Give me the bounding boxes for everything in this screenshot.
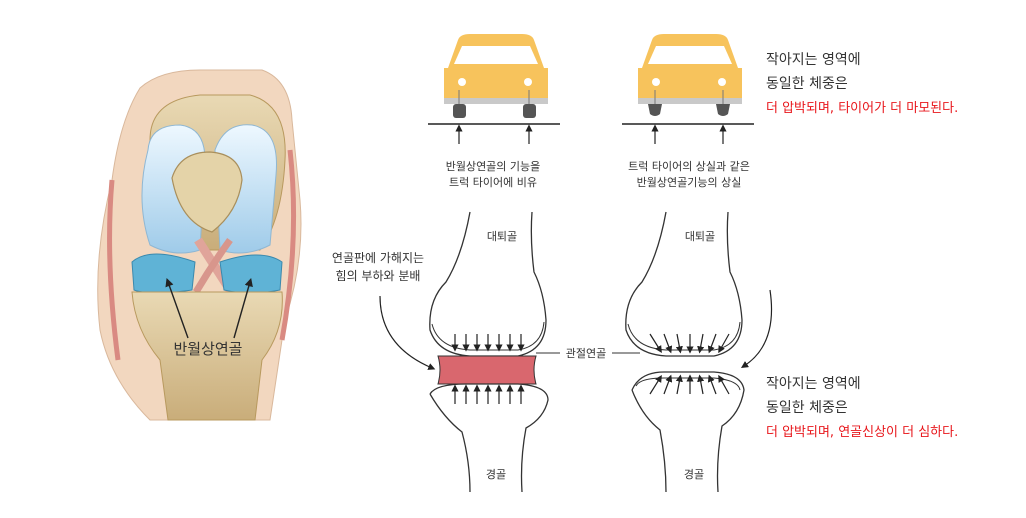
note-top-line-2: 동일한 체중은 [766, 76, 848, 92]
load-arrows-up [451, 384, 525, 404]
joint-healthy: 대퇴골 경골 연골판에 가해지는 힘의 부하와 분배 [332, 211, 549, 493]
car-right-caption-2: 반월상연골기능의 상실 [637, 176, 742, 189]
load-label-2: 힘의 부하와 분배 [336, 269, 421, 283]
load-label-1: 연골판에 가해지는 [332, 251, 424, 265]
car-left-caption-2: 트럭 타이어에 비유 [449, 176, 537, 189]
note-top: 작아지는 영역에 동일한 체중은 더 압박되며, 타이어가 더 마모된다. [766, 52, 958, 116]
joint-damaged: 대퇴골 경골 [625, 211, 773, 493]
note-bottom: 작아지는 영역에 동일한 체중은 더 압박되며, 연골신상이 더 심하다. [766, 376, 958, 440]
tire-icon [523, 104, 536, 118]
cartilage-label: 관절연골 [566, 347, 606, 360]
worn-tire-icon [648, 104, 662, 116]
car-right-caption-1: 트럭 타이어의 상실과 같은 [628, 160, 750, 173]
car-worn: 트럭 타이어의 상실과 같은 반월상연골기능의 상실 [622, 34, 754, 189]
converging-arrows-down [649, 333, 730, 354]
note-bottom-line-1: 작아지는 영역에 [766, 376, 861, 392]
tibia-label-right: 경골 [684, 468, 704, 481]
car-healthy: 반월상연골의 기능을 트럭 타이어에 비유 [428, 34, 560, 189]
car-left-caption-1: 반월상연골의 기능을 [446, 160, 541, 173]
load-arrows-down [451, 334, 525, 352]
note-bottom-line-2: 동일한 체중은 [766, 400, 848, 416]
tibia-label-left: 경골 [486, 468, 506, 481]
converging-arrows-up [649, 374, 730, 395]
tire-icon [453, 104, 466, 118]
femur-label-left: 대퇴골 [487, 230, 517, 243]
meniscus-label: 반월상연골 [173, 340, 242, 358]
note-top-line-3: 더 압박되며, 타이어가 더 마모된다. [766, 101, 958, 116]
femur-label-right: 대퇴골 [685, 230, 715, 243]
note-bottom-line-3: 더 압박되며, 연골신상이 더 심하다. [766, 425, 958, 440]
worn-tire-icon [716, 104, 730, 116]
note-top-line-1: 작아지는 영역에 [766, 52, 861, 68]
knee-illustration: 반월상연골 [97, 69, 302, 421]
